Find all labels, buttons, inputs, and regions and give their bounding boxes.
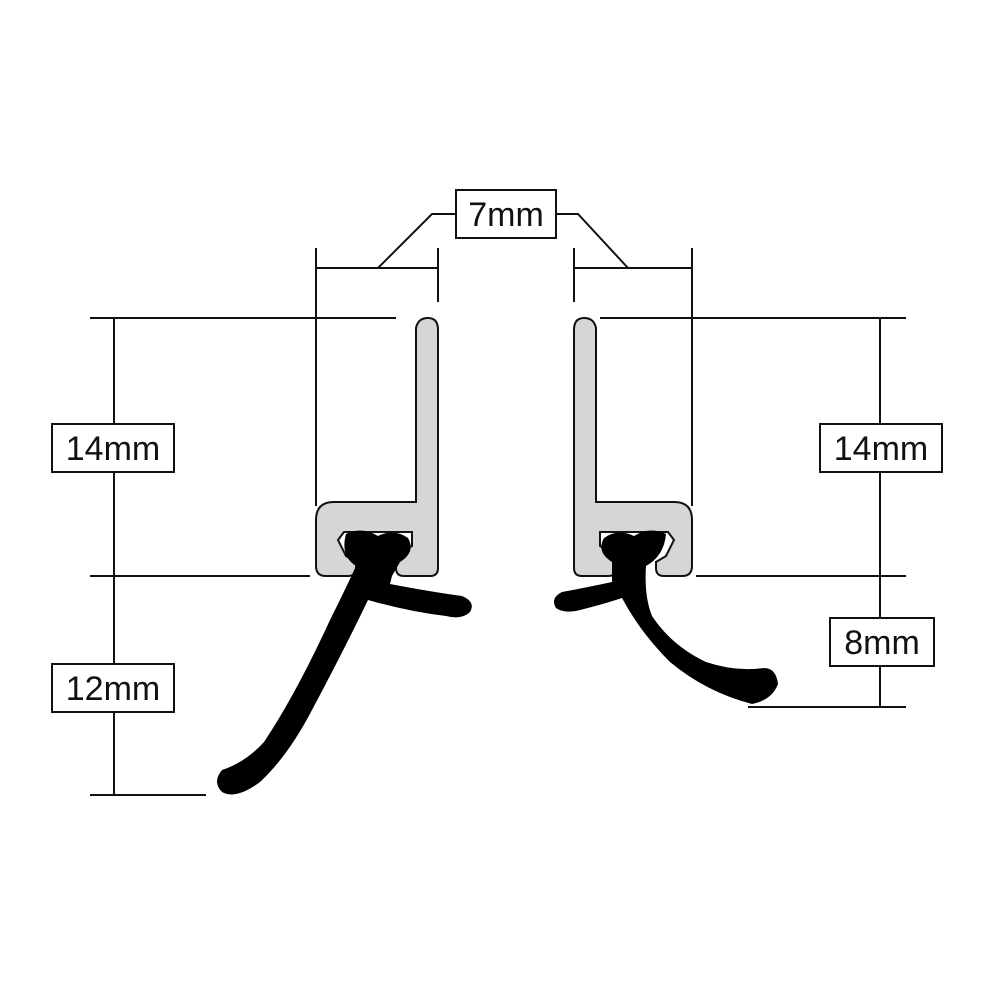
left-profile-height-label: 14mm <box>51 423 175 473</box>
svg-text:14mm: 14mm <box>66 430 160 468</box>
svg-text:8mm: 8mm <box>844 624 920 662</box>
right-door-seal <box>554 316 778 704</box>
gap-dimension: 7mm <box>315 189 693 506</box>
gap-left-leader <box>377 213 456 269</box>
left-door-seal <box>217 316 472 795</box>
left-seal-height-label: 12mm <box>51 663 175 713</box>
gap-label: 7mm <box>455 189 557 239</box>
gap-right-leader <box>556 213 629 269</box>
left-height-dimensions: 14mm 12mm <box>51 317 396 796</box>
right-seal-height-label: 8mm <box>829 617 935 667</box>
svg-text:12mm: 12mm <box>66 670 160 708</box>
right-rubber-seal <box>554 530 778 704</box>
svg-text:14mm: 14mm <box>834 430 928 468</box>
svg-text:7mm: 7mm <box>468 196 544 234</box>
left-rubber-seal <box>217 530 472 795</box>
right-profile-height-label: 14mm <box>819 423 943 473</box>
right-height-dimensions: 14mm 8mm <box>600 317 943 708</box>
